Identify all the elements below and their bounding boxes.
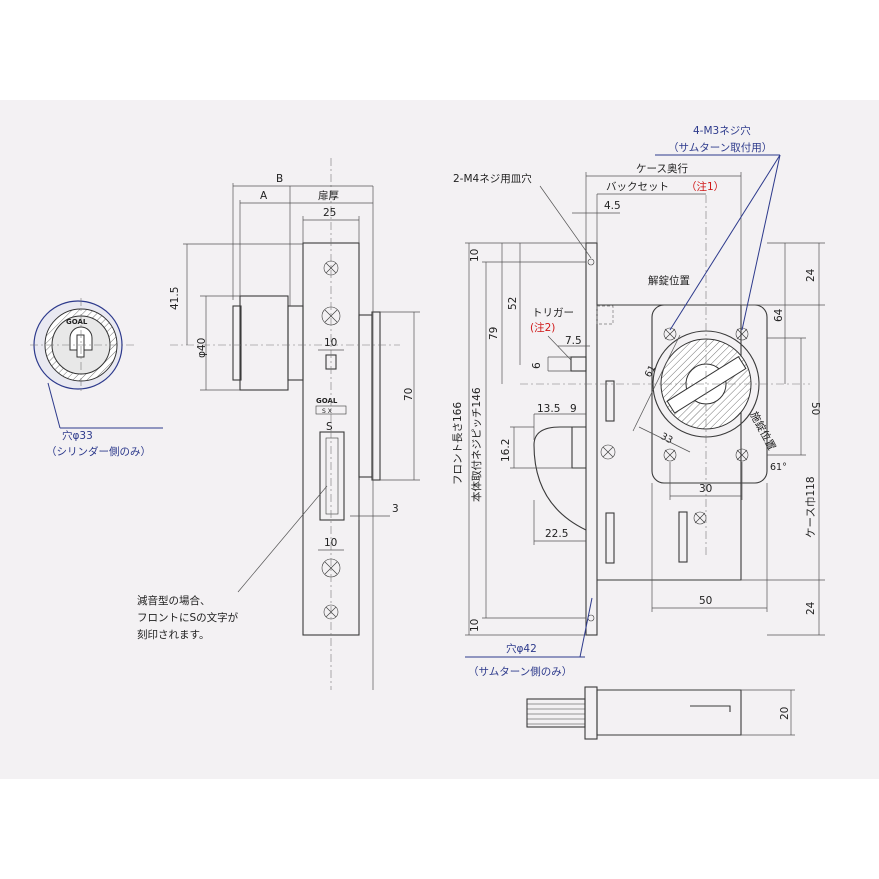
dim-7-5: 7.5 [565,335,582,347]
dim-4-5: 4.5 [604,200,621,212]
thumbturn-hole-note: （サムターン側のみ） [468,665,572,678]
drawing-sheet [0,100,879,779]
dim-10-front-top: 10 [469,249,481,262]
dim-20: 20 [779,707,791,720]
case-depth-label: ケース奥行 [636,162,688,175]
m3-holes-note: （サムターン取付用） [668,141,772,154]
trigger-note: (注2) [530,321,555,334]
dim-10-front-bottom: 10 [469,619,481,632]
dim-61-degrees: 61° [770,462,787,473]
dim-70: 70 [403,388,415,401]
backset-label: バックセット [606,181,669,193]
dim-9: 9 [570,403,577,415]
dim-33: 33 [659,431,675,446]
dim-10-bottom: 10 [324,537,337,549]
dim-50-horizontal: 50 [699,595,712,607]
dim-a: A [260,190,268,202]
dim-50-vertical: 50 [809,402,821,415]
dim-22-5: 22.5 [545,528,568,540]
trigger-label: トリガー [532,307,574,319]
case-width-label: ケース巾118 [804,476,817,538]
side-view: GOAL S X S B A 扉厚 25 41.5 φ40 [137,158,420,690]
dim-30: 30 [699,483,712,495]
dim-16-2: 16.2 [500,439,512,462]
body-pitch-label: 本体取付ネジピッチ146 [470,387,483,502]
m4-holes-label: 2-M4ネジ用皿穴 [453,172,532,185]
dim-24-bottom: 24 [805,601,817,615]
dim-61: 61 [643,364,658,380]
front-length-label: フロント長さ166 [452,402,464,485]
quiet-note-line2: フロントにSの文字が [137,611,239,624]
dim-13-5: 13.5 [537,403,560,415]
dim-52: 52 [507,297,519,310]
dim-64: 64 [773,308,785,322]
dim-41-5: 41.5 [169,287,181,310]
deadbolt-side-view: 20 [526,686,795,740]
quiet-note-line1: 減音型の場合、 [137,594,211,607]
m3-holes-label: 4-M3ネジ穴 [693,124,751,137]
cylinder-hole-note: （シリンダー側のみ） [46,445,151,458]
cylinder-logo: GOAL [66,318,88,326]
front-logo: GOAL [316,397,338,405]
backset-note: （注1） [686,180,724,193]
front-logo-sx: S X [322,408,332,415]
dim-phi40: φ40 [196,338,208,358]
lock-position-label: 施錠位置 [747,409,778,452]
dim-door-thickness: 扉厚 [318,189,339,202]
cylinder-hole-label: 穴φ33 [62,429,93,442]
unlock-position-label: 解錠位置 [648,274,690,287]
dim-6: 6 [531,362,543,369]
dim-b: B [276,173,283,185]
cylinder-end-view: GOAL 穴φ33 （シリンダー側のみ） [30,298,163,458]
thumbturn-hole-label: 穴φ42 [506,642,537,655]
dim-24-top: 24 [805,268,817,282]
dim-10-top: 10 [324,337,337,349]
s-stamp: S [326,421,333,433]
dim-3: 3 [392,503,399,515]
dim-25: 25 [323,207,336,219]
case-view: フロント長さ166 本体取付ネジピッチ146 10 10 52 79 トリガー … [452,124,825,678]
quiet-note-line3: 刻印されます。 [137,628,209,641]
dim-79: 79 [488,327,500,340]
